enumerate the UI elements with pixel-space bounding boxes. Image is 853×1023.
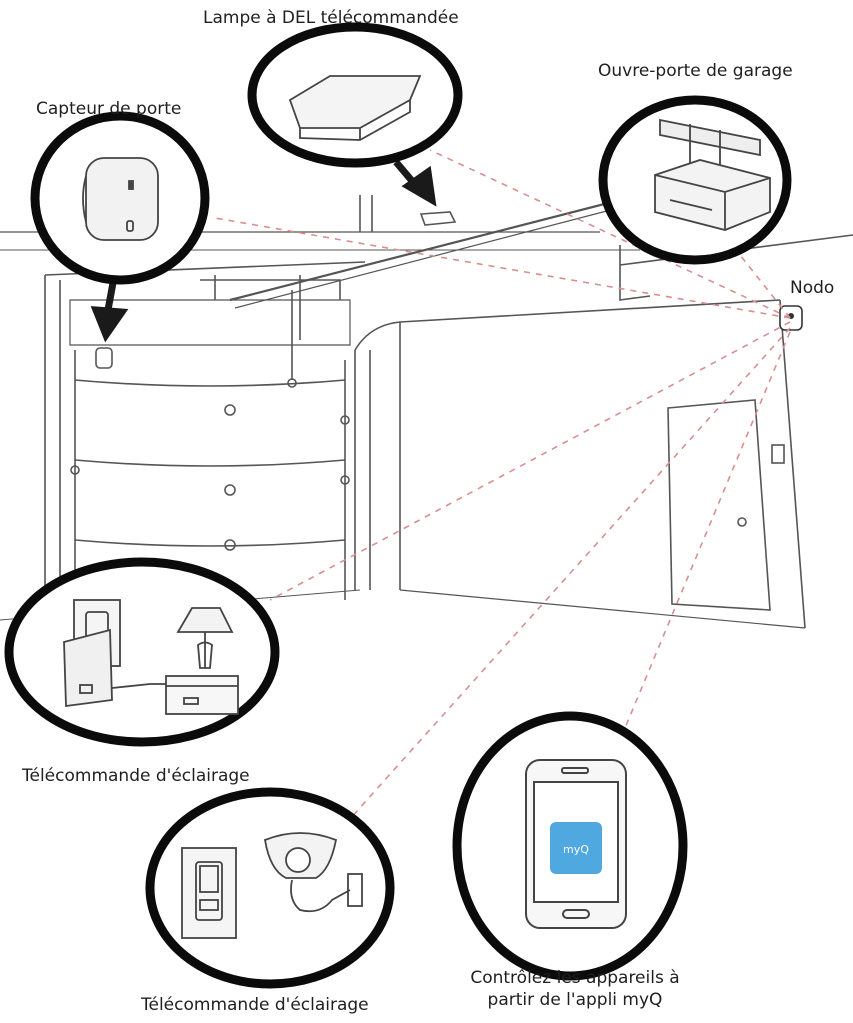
myq-app-tile-label: myQ <box>563 843 589 856</box>
hub-label: Nodo <box>790 278 835 298</box>
myq-app-tile <box>550 822 602 874</box>
led-lamp-label: Lampe à DEL télécommandée <box>203 8 459 28</box>
link-to-opener <box>739 254 791 319</box>
garage-opener-callout <box>598 95 792 265</box>
sconce-icon <box>263 832 363 913</box>
plug-remote-callout <box>4 557 280 747</box>
app-caption-line-2: partir de l'appli myQ <box>487 990 663 1010</box>
switch-remote-callout <box>145 787 395 989</box>
plug-remote-label: Télécommande d'éclairage <box>22 766 250 786</box>
wall-switch-icon <box>181 847 237 939</box>
link-to-plug-remote <box>269 321 791 601</box>
link-to-switch-remote <box>339 327 791 831</box>
link-to-door-sensor <box>214 217 791 319</box>
link-to-app <box>619 331 791 741</box>
wireless-links <box>214 149 791 831</box>
table-lamp-icon <box>165 607 239 715</box>
plug-remote-icon <box>63 599 166 708</box>
door-sensor-icon <box>82 157 159 241</box>
app-caption: Contrôlez les appareils à partir de l'ap… <box>440 967 710 1011</box>
app-caption-line-1: Contrôlez les appareils à <box>470 968 680 988</box>
door-sensor-label: Capteur de porte <box>36 99 182 119</box>
switch-remote-label: Télécommande d'éclairage <box>141 995 369 1015</box>
led-lamp-callout <box>247 22 463 168</box>
led-lamp-icon <box>288 75 422 141</box>
door-sensor-callout <box>30 111 210 285</box>
garage-opener-label: Ouvre-porte de garage <box>598 61 793 81</box>
app-callout: myQ <box>452 711 688 981</box>
garage-opener-icon <box>654 118 771 231</box>
